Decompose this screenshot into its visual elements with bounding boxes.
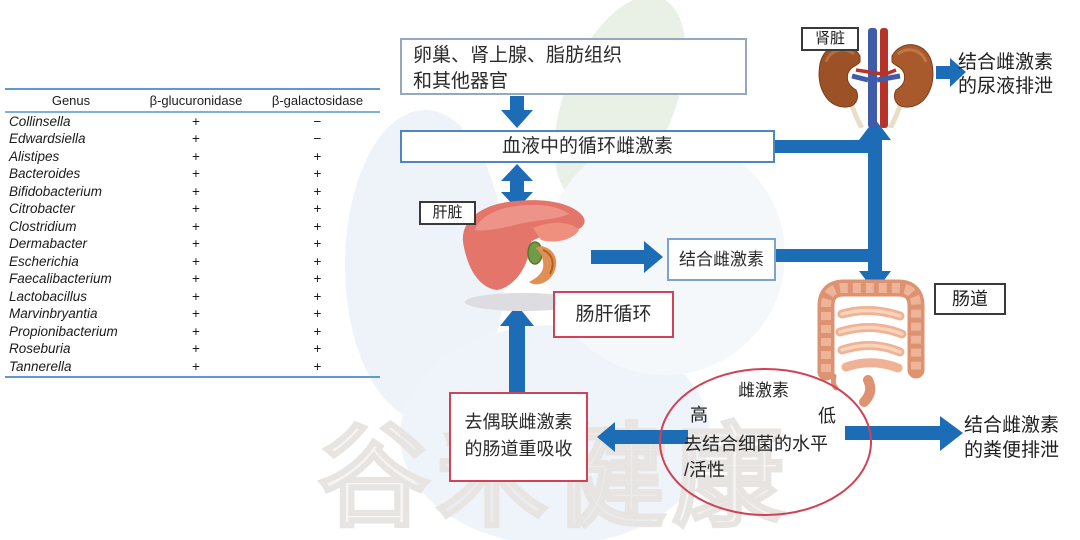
kidney-illustration [818,28,934,128]
table-row: Collinsella + − [5,112,380,131]
genus-cell: Roseburia [9,341,71,356]
enzyme-sign-cell: + [192,236,200,251]
enzyme-sign-cell: + [313,148,322,164]
arrow-kidney-intestine-double [859,119,891,292]
arrow-reabsorption-to-liver [500,305,534,392]
arrow-organs-to-blood [501,96,533,128]
enzyme-sign-cell: − [313,113,322,129]
enzyme-sign-cell: + [192,201,200,216]
genus-cell: Marvinbryantia [9,306,98,321]
ellipse-body-text: 去结合细菌的水平 /活性 [684,434,828,480]
connector-blood-to-vertical [774,140,868,153]
arrow-liver-to-conjugated [591,241,663,273]
enzyme-sign-cell: + [137,358,255,378]
table-row: Clostridium + + [5,218,380,236]
col-header-galactosidase: β-galactosidase [255,88,380,113]
enzyme-sign-cell: + [313,271,322,286]
genus-cell: Edwardsiella [9,131,86,146]
table-row: Tannerella++ [5,358,380,378]
enzyme-sign-cell: + [313,341,322,356]
table-row: Escherichia + + [5,253,380,271]
enzyme-sign-cell: + [313,201,322,216]
genus-cell: Dermabacter [9,236,88,251]
genus-cell: Citrobacter [9,201,76,216]
arrow-ellipse-to-reabsorption [597,422,688,452]
enzyme-sign-cell: + [313,166,322,181]
enzyme-sign-cell: + [192,323,200,339]
organs-source-box: 卵巢、肾上腺、脂肪组织 和其他器官 [400,38,747,95]
genus-cell: Collinsella [9,113,71,129]
enzyme-sign-cell: + [313,306,322,321]
enzyme-sign-cell: + [192,131,200,146]
genus-cell: Propionibacterium [9,323,118,339]
liver-label: 肝脏 [419,201,476,225]
genus-cell: Tannerella [5,358,137,378]
table-row: Alistipes + + [5,148,380,166]
estrogen-level-ellipse [659,368,872,516]
fecal-excretion-text: 结合雌激素 的粪便排泄 [964,415,1060,461]
enzyme-sign-cell: + [313,218,322,234]
ellipse-high-label: 高 [690,405,708,425]
connector-conjugated-to-vertical [776,249,868,262]
col-header-genus: Genus [5,88,137,113]
enzyme-sign-cell: + [313,323,322,339]
arrow-blood-liver-double [501,164,533,209]
enterohepatic-circulation-box: 肠肝循环 [553,291,674,338]
ellipse-low-label: 低 [818,406,836,426]
enzyme-sign-cell: + [192,218,200,234]
table-row: Edwardsiella + − [5,131,380,149]
table-row: Faecalibacterium + + [5,271,380,289]
genus-cell: Escherichia [9,253,79,269]
genus-cell: Lactobacillus [9,288,88,304]
enzyme-sign-cell: + [313,236,322,251]
enzyme-sign-cell: + [192,306,200,321]
enzyme-sign-cell: + [192,341,200,356]
enzyme-sign-cell: + [313,288,322,304]
table-header-row: Genus β-glucuronidase β-galactosidase [5,88,380,113]
intestine-label: 肠道 [934,283,1006,315]
genus-cell: Clostridium [9,218,77,234]
table-row: Bacteroides + + [5,166,380,184]
genus-cell: Bacteroides [9,166,81,181]
genus-cell: Alistipes [9,148,60,164]
conjugated-estrogen-box: 结合雌激素 [667,238,776,281]
enzyme-sign-cell: + [313,253,322,269]
genus-cell: Bifidobacterium [9,183,103,199]
enzyme-sign-cell: + [313,183,322,199]
enzyme-sign-cell: − [313,131,322,146]
table-row: Roseburia + + [5,341,380,359]
table-row: Marvinbryantia + + [5,306,380,324]
arrow-kidney-to-urine [936,58,966,87]
col-header-glucuronidase: β-glucuronidase [137,88,255,113]
enzyme-sign-cell: + [255,358,380,378]
table-row: Lactobacillus + + [5,288,380,306]
table-row: Propionibacterium + + [5,323,380,341]
enzyme-sign-cell: + [192,253,200,269]
enzyme-sign-cell: + [192,166,200,181]
enzyme-sign-cell: + [192,113,200,129]
enzyme-sign-cell: + [192,183,200,199]
genus-enzyme-table: Genus β-glucuronidase β-galactosidase Co… [5,88,380,378]
intestine-illustration [817,279,925,407]
reabsorption-box: 去偶联雌激素 的肠道重吸收 [449,392,588,482]
ellipse-title: 雌激素 [738,381,789,400]
enzyme-sign-cell: + [192,148,200,164]
table-row: Citrobacter + + [5,201,380,219]
genus-cell: Faecalibacterium [9,271,112,286]
arrow-ellipse-to-feces [845,416,963,451]
circulating-estrogen-box: 血液中的循环雌激素 [400,130,775,163]
enzyme-sign-cell: + [192,288,200,304]
table-row: Dermabacter + + [5,236,380,254]
urinary-excretion-text: 结合雌激素 的尿液排泄 [958,52,1054,97]
table-row: Bifidobacterium + + [5,183,380,201]
liver-illustration [462,200,585,311]
genus-table-body: Collinsella+−Edwardsiella+−Alistipes++Ba… [5,112,380,378]
kidney-label: 肾脏 [801,27,859,51]
enzyme-sign-cell: + [192,271,200,286]
